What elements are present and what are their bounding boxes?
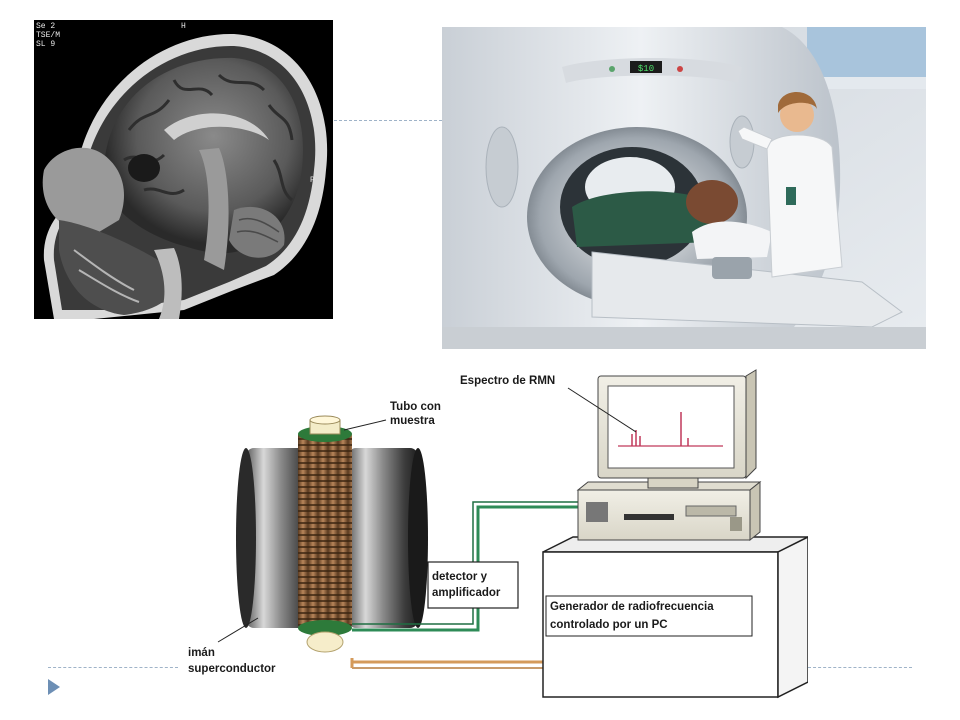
mri-overlay-text: Se 2 TSE/M SL 9: [36, 22, 61, 49]
nmr-diagram: Espectro de RMN Tubo con muestra detecto…: [178, 362, 809, 702]
scanner-display-text: $10: [638, 64, 654, 74]
magnet-label-line2: superconductor: [188, 663, 276, 675]
bottom-dashed-divider-left: [48, 667, 178, 668]
generator-label-line1: Generador de radiofrecuencia: [550, 601, 714, 613]
mri-brain-image: Se 2 TSE/M SL 9 H P: [34, 20, 333, 319]
slide-bullet-arrow-icon: [48, 679, 60, 695]
detector-label-line1: detector y: [432, 571, 487, 583]
generator-label-line2: controlado por un PC: [550, 619, 668, 631]
tube-label-line2: muestra: [390, 415, 435, 427]
detector-label-line2: amplificador: [432, 587, 501, 599]
mri-scanner-photo: $10: [442, 27, 926, 349]
spectrum-label: Espectro de RMN: [460, 375, 556, 387]
generator-label-box: [545, 595, 753, 637]
tube-label-line1: Tubo con: [390, 401, 441, 413]
computer-monitor: [597, 369, 757, 489]
bottom-dashed-divider-right: [808, 667, 912, 668]
computer-base: [576, 480, 762, 542]
sample-coil: [298, 415, 352, 653]
detector-box: [427, 561, 519, 609]
magnet-label-line1: imán: [188, 647, 215, 659]
mri-marker-h: H: [181, 22, 186, 31]
mri-marker-p: P: [310, 176, 315, 185]
top-dashed-divider: [334, 120, 442, 121]
